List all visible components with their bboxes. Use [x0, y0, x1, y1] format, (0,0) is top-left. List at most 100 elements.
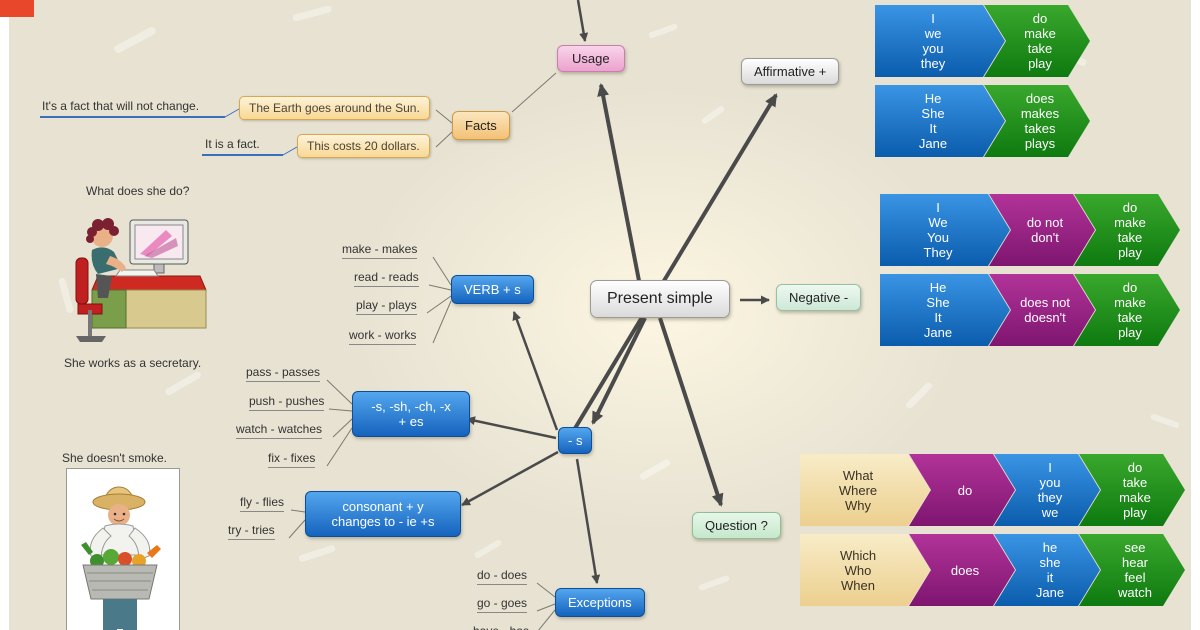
light-streak	[112, 25, 158, 55]
example-pair: try - tries	[228, 523, 275, 540]
light-streak	[291, 4, 333, 23]
chevron-text: make	[1114, 295, 1146, 310]
corner-red-shape	[0, 0, 34, 17]
chevron-text: do not	[1026, 215, 1064, 230]
secretary-clipart	[75, 218, 207, 342]
secretary-illustration	[68, 205, 208, 347]
chevron-text: does not	[1020, 295, 1070, 310]
chevron-text: do	[1032, 11, 1048, 26]
chevron-text: take	[1117, 230, 1143, 245]
chevron-text: you	[1039, 475, 1061, 490]
node-es-rule: -s, -sh, -ch, -x + es	[352, 391, 470, 437]
chevron-text: It	[934, 310, 942, 325]
chevron-text: watch	[1118, 585, 1152, 600]
fact-example-dollars: This costs 20 dollars.	[297, 134, 430, 158]
chevron-text: do	[957, 482, 973, 498]
chevron-text: make	[1024, 26, 1056, 41]
chevron-text: He	[924, 91, 942, 106]
chevron-text: It	[929, 121, 937, 136]
example-pair: read - reads	[354, 270, 419, 287]
light-streak	[297, 544, 337, 563]
node-verb-s: VERB + s	[451, 275, 534, 304]
y-rule-line2: changes to - ie +s	[331, 514, 435, 529]
light-streak	[697, 574, 731, 592]
example-pair: push - pushes	[249, 394, 325, 411]
example-pair: work - works	[349, 328, 417, 345]
center-node-present-simple: Present simple	[590, 280, 730, 318]
chevron-text: we	[924, 26, 942, 41]
es-rule-line2: + es	[398, 414, 424, 429]
chevron-text: make	[1119, 490, 1151, 505]
node-question: Question ?	[692, 512, 781, 539]
es-rule-line1: -s, -sh, -ch, -x	[371, 399, 451, 414]
light-streak	[638, 457, 672, 482]
right-edge-strip	[1191, 0, 1200, 630]
example-pair: watch - watches	[236, 422, 323, 439]
example-pair: fly - flies	[240, 495, 285, 512]
chevron-text: do	[1122, 280, 1138, 295]
chevron-text: I	[931, 11, 935, 26]
chevron-text: play	[1028, 56, 1052, 71]
node-negative: Negative -	[776, 284, 862, 311]
chevron-text: we	[1041, 505, 1059, 520]
chevron-text: don't	[1031, 230, 1059, 245]
chevron-text: they	[920, 56, 946, 71]
y-rule-line1: consonant + y	[342, 499, 424, 514]
fact-label-fact: It is a fact.	[205, 137, 260, 151]
chevron-text: I	[936, 200, 940, 215]
light-streak	[904, 381, 934, 410]
chevron-text: he	[1042, 540, 1058, 555]
chevron-text: she	[1039, 555, 1061, 570]
chevron-text: see	[1124, 540, 1146, 555]
chevron-text: Jane	[923, 325, 953, 340]
chevron-text: makes	[1020, 106, 1060, 121]
light-streak	[163, 370, 203, 397]
chevron-text: She	[921, 106, 945, 121]
example-pair: do - does	[477, 568, 528, 585]
caption-works-as-secretary: She works as a secretary.	[64, 356, 202, 370]
chevron-text: take	[1117, 310, 1143, 325]
chevron-text: do	[1127, 460, 1143, 475]
chevron-text: They	[923, 245, 953, 260]
left-edge-strip	[0, 0, 9, 630]
chevron-text: take	[1027, 41, 1053, 56]
node-usage: Usage	[557, 45, 625, 72]
chevron-text: You	[927, 230, 949, 245]
chevron-text: We	[928, 215, 948, 230]
node-exceptions: Exceptions	[555, 588, 645, 617]
light-streak	[1149, 413, 1181, 429]
light-streak	[473, 538, 503, 560]
light-streak	[647, 23, 679, 39]
chevron-text: you	[922, 41, 944, 56]
chevron-text: I	[1048, 460, 1052, 475]
chevron-text: does	[950, 562, 980, 578]
node-facts: Facts	[452, 111, 510, 140]
chevron-text: Where	[838, 482, 878, 498]
example-pair: make - makes	[342, 242, 418, 259]
chevron-text: Which	[839, 547, 877, 563]
chevron-text: doesn't	[1024, 310, 1066, 325]
chevron-text: they	[1037, 490, 1063, 505]
chevron-text: takes	[1024, 121, 1056, 136]
chevron-text: Jane	[1035, 585, 1065, 600]
vegetable-woman-clipart	[81, 486, 161, 630]
chevron-text: play	[1118, 245, 1142, 260]
chevron-text: Who	[844, 562, 872, 578]
fact-label-unchanging: It's a fact that will not change.	[42, 99, 200, 113]
chevron-text: What	[842, 467, 874, 483]
chevron-text: play	[1118, 325, 1142, 340]
fact-example-earth: The Earth goes around the Sun.	[239, 96, 430, 120]
chevron-text: it	[1046, 570, 1054, 585]
